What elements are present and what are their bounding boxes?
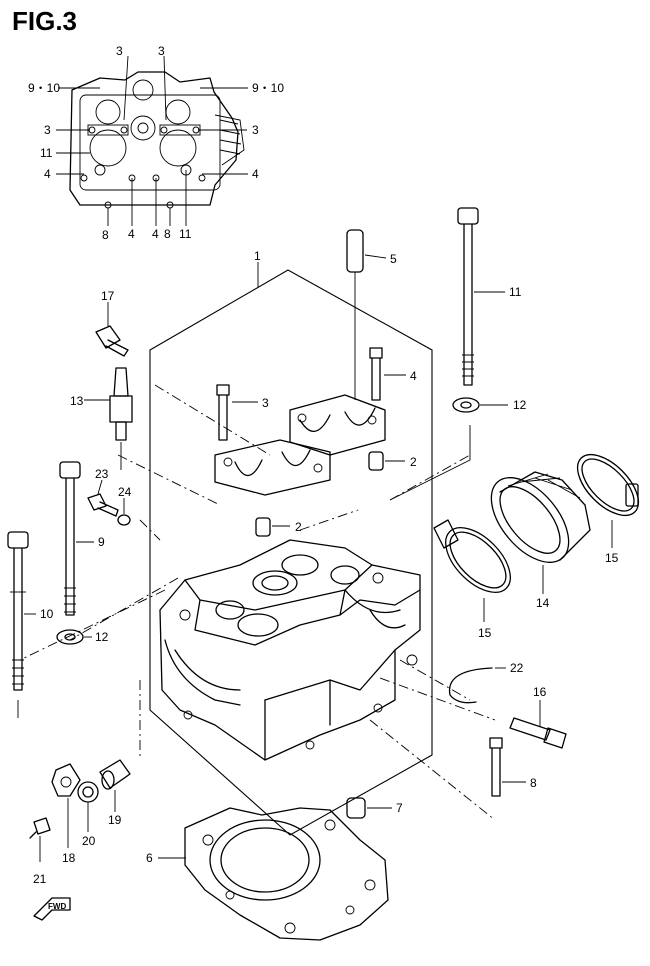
- stud-bolt-9: [59, 461, 94, 616]
- callout: 9・10: [252, 81, 284, 95]
- callout: 14: [536, 596, 550, 610]
- callout: 15: [605, 551, 619, 565]
- callout: 20: [82, 834, 96, 848]
- washer-12-right: [389, 397, 508, 501]
- o-ring-20: [77, 781, 99, 832]
- bolt-4: [369, 347, 406, 401]
- dowel-2-upper: [368, 451, 405, 471]
- clip-22: [448, 667, 506, 704]
- callout: 4: [44, 167, 51, 181]
- assembly-frame: [149, 269, 433, 836]
- callout: 18: [62, 851, 76, 865]
- callout: 13: [70, 394, 84, 408]
- callout: 4: [410, 369, 417, 383]
- pipe-19: [99, 759, 131, 812]
- svg-text:FWD: FWD: [48, 902, 66, 911]
- callout: 1: [254, 249, 261, 263]
- spark-plug-13: [84, 367, 133, 470]
- callout: 24: [118, 485, 132, 499]
- callout: 3: [252, 123, 259, 137]
- callout: 11: [509, 285, 522, 299]
- callout: 11: [40, 146, 53, 160]
- callout: 10: [40, 607, 54, 621]
- top-view-labels: 3 3 9・10 9・10 3 3 11 4 4 4 4 8 8 11: [28, 44, 284, 242]
- callout: 12: [95, 630, 109, 644]
- callout: 11: [179, 227, 192, 241]
- callout: 8: [530, 776, 537, 790]
- dowel-2-lower: [255, 517, 290, 537]
- callout: 3: [116, 44, 123, 58]
- washer-24: [117, 498, 131, 526]
- main-callouts: 1 2 2 3 4 5 6 7 8 9 10 11 12 12 13 14 15…: [33, 249, 619, 886]
- callout: 15: [478, 626, 492, 640]
- callout: 2: [295, 520, 302, 534]
- fwd-arrow-icon: FWD: [33, 897, 71, 921]
- callout: 3: [44, 123, 51, 137]
- head-gasket-6: [158, 807, 389, 941]
- bolt-8: [489, 737, 526, 797]
- callout: 4: [128, 227, 135, 241]
- plug-17: [95, 302, 129, 357]
- dowel-5: [346, 229, 387, 400]
- bolt-23: [87, 479, 119, 517]
- cylinder-head: [159, 539, 421, 761]
- callout: 19: [108, 813, 122, 827]
- callout: 22: [510, 661, 524, 675]
- callout: 4: [152, 227, 159, 241]
- dowel-7: [346, 797, 392, 819]
- stud-bolt-11: [457, 207, 505, 386]
- top-view-inset: [56, 55, 248, 226]
- callout: 4: [252, 167, 259, 181]
- intake-pipe-14: [490, 471, 591, 594]
- callout: 23: [95, 467, 109, 481]
- callout: 6: [146, 851, 153, 865]
- callout: 9・10: [28, 81, 60, 95]
- callout: 16: [533, 685, 547, 699]
- camshaft-holder: [214, 394, 386, 496]
- figure-title: FIG.3: [12, 6, 78, 36]
- callout: 21: [33, 872, 47, 886]
- bolt-16: [509, 700, 567, 749]
- callout: 5: [390, 252, 397, 266]
- callout: 17: [101, 289, 115, 303]
- clamp-15-right: [576, 453, 640, 548]
- bolt-21: [29, 817, 51, 862]
- plate-18: [51, 763, 81, 848]
- bolt-3: [216, 384, 258, 441]
- callout: 9: [98, 535, 105, 549]
- callout: 8: [102, 228, 109, 242]
- callout: 3: [158, 44, 165, 58]
- stud-bolt-10: [7, 531, 36, 718]
- callout: 7: [396, 801, 403, 815]
- callout: 2: [410, 455, 417, 469]
- callout: 12: [513, 398, 527, 412]
- washer-12-left: [56, 629, 92, 645]
- clamp-15-left: [433, 519, 511, 622]
- callout: 8: [164, 227, 171, 241]
- callout: 3: [262, 396, 269, 410]
